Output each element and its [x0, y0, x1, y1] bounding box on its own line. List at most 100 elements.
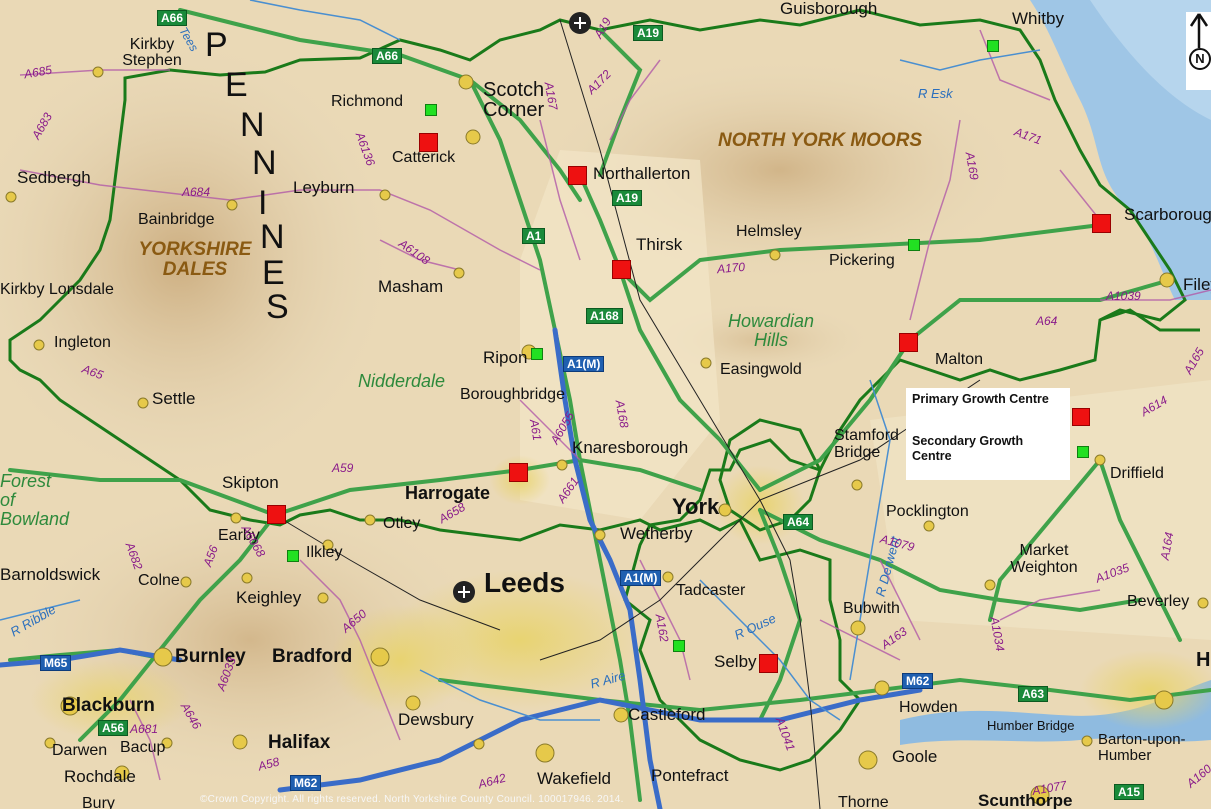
road-shield: A64 [783, 514, 814, 530]
primary-growth-centre-skipton[interactable] [267, 505, 286, 524]
place-barton-upon-humber[interactable]: Barton-upon-Humber [1098, 731, 1186, 764]
primary-growth-centre-scarborough[interactable] [1092, 214, 1111, 233]
place-blackburn[interactable]: Blackburn [62, 695, 155, 716]
primary-growth-centre-selby[interactable] [759, 654, 778, 673]
place-earby[interactable]: Earby [218, 527, 260, 544]
place-bacup[interactable]: Bacup [120, 739, 166, 756]
place-thorne[interactable]: Thorne [838, 794, 889, 809]
motorways [0, 327, 923, 809]
place-helmsley[interactable]: Helmsley [736, 223, 802, 240]
place-humber-bridge[interactable]: Humber Bridge [987, 718, 1075, 733]
place-beverley[interactable]: Beverley [1127, 593, 1190, 610]
place-catterick[interactable]: Catterick [392, 149, 456, 166]
road-shield: M62 [290, 775, 322, 791]
place-richmond[interactable]: Richmond [331, 93, 404, 110]
secondary-growth-centre-ripon[interactable] [531, 348, 543, 360]
place-stamford-bridge[interactable]: Stamford Bridge [834, 427, 899, 461]
place-malton[interactable]: Malton [935, 351, 984, 368]
place-pontefract[interactable]: Pontefract [651, 766, 729, 785]
legend-secondary-label: Secondary Growth Centre [912, 434, 1024, 463]
place-northallerton[interactable]: Northallerton [593, 164, 691, 183]
road-shield: A66 [372, 48, 403, 64]
secondary-growth-centre-sherburn[interactable] [673, 640, 685, 652]
place-pickering[interactable]: Pickering [829, 252, 895, 269]
place-ilkley[interactable]: Ilkley [306, 544, 343, 561]
road-shield: A1(M) [620, 570, 662, 586]
road-shield: M65 [40, 655, 72, 671]
place-selby[interactable]: Selby [714, 652, 757, 671]
place-darwen[interactable]: Darwen [52, 742, 108, 759]
place-barnoldswick[interactable]: Barnoldswick [0, 565, 101, 584]
place-rochdale[interactable]: Rochdale [64, 767, 136, 786]
place-harrogate[interactable]: Harrogate [405, 483, 491, 503]
place-driffield[interactable]: Driffield [1110, 465, 1164, 482]
place-pocklington[interactable]: Pocklington [886, 503, 969, 520]
place-burnley[interactable]: Burnley [175, 646, 246, 667]
place-bradford[interactable]: Bradford [272, 646, 353, 667]
place-scotch-corner[interactable]: Scotch Corner [483, 79, 545, 121]
secondary-growth-centre-ilkley[interactable] [287, 550, 299, 562]
place-colne[interactable]: Colne [138, 572, 180, 589]
road-label: A170 [716, 259, 746, 277]
road-shield: A56 [98, 720, 129, 736]
place-keighley[interactable]: Keighley [236, 588, 302, 607]
area-forest-of-bowland: Forest of Bowland [0, 471, 70, 529]
town-markers [5, 66, 1209, 805]
pennines-letter: P [205, 26, 228, 64]
place-dewsbury[interactable]: Dewsbury [398, 710, 474, 729]
north-letter: N [1189, 48, 1211, 70]
primary-growth-centre-malton[interactable] [899, 333, 918, 352]
place-scunthorpe[interactable]: Scunthorpe [978, 791, 1073, 809]
place-tadcaster[interactable]: Tadcaster [676, 582, 746, 599]
secondary-growth-centre-whitby[interactable] [987, 40, 999, 52]
place-goole[interactable]: Goole [892, 747, 938, 766]
secondary-growth-centre-pickering[interactable] [908, 239, 920, 251]
place-bainbridge[interactable]: Bainbridge [138, 211, 215, 228]
place-scarborough[interactable]: Scarborough [1124, 205, 1211, 224]
primary-growth-centre-catterick[interactable] [419, 133, 438, 152]
place-skipton[interactable]: Skipton [222, 473, 279, 492]
primary-growth-centre-northallerton[interactable] [568, 166, 587, 185]
place-bubwith[interactable]: Bubwith [843, 600, 900, 617]
road-label: A684 [182, 185, 211, 199]
place-sedbergh[interactable]: Sedbergh [17, 168, 91, 187]
road-label: A1039 [1106, 289, 1141, 303]
place-filey[interactable]: Filey [1183, 275, 1211, 294]
place-halifax[interactable]: Halifax [268, 732, 331, 753]
place-masham[interactable]: Masham [378, 277, 444, 296]
place-otley[interactable]: Otley [383, 515, 421, 532]
area-howardian-hills: Howardian Hills [727, 311, 815, 350]
place-easingwold[interactable]: Easingwold [720, 361, 802, 378]
place-whitby[interactable]: Whitby [1012, 9, 1064, 28]
place-kirkby-stephen[interactable]: Kirkby Stephen [122, 36, 182, 69]
place-howden[interactable]: Howden [899, 699, 958, 716]
place-leeds[interactable]: Leeds [484, 567, 565, 598]
urban-blackburn [30, 660, 190, 740]
place-wakefield[interactable]: Wakefield [537, 769, 612, 788]
place-castleford[interactable]: Castleford [628, 705, 706, 724]
place-york[interactable]: York [672, 494, 720, 519]
place-ingleton[interactable]: Ingleton [54, 334, 111, 351]
legend-primary-swatch [1072, 408, 1090, 426]
place-bury[interactable]: Bury [82, 795, 115, 809]
place-kirkby-lonsdale[interactable]: Kirkby Lonsdale [0, 281, 114, 298]
primary-growth-centre-harrogate[interactable] [509, 463, 528, 482]
primary-growth-centre-thirsk[interactable] [612, 260, 631, 279]
road-label: A59 [332, 461, 354, 475]
road-shield: M62 [902, 673, 934, 689]
place-hull[interactable]: Hull [1196, 650, 1210, 670]
place-market-weighton[interactable]: Market Weighton [1010, 542, 1078, 576]
urban-bradford [330, 605, 470, 715]
secondary-growth-centre-richmond[interactable] [425, 104, 437, 116]
north-arrow-icon [1189, 13, 1209, 48]
place-guisborough[interactable]: Guisborough [780, 0, 878, 18]
place-leyburn[interactable]: Leyburn [293, 178, 355, 197]
place-ripon[interactable]: Ripon [483, 348, 528, 367]
place-settle[interactable]: Settle [152, 389, 196, 408]
place-wetherby[interactable]: Wetherby [620, 524, 693, 543]
place-thirsk[interactable]: Thirsk [636, 235, 683, 254]
place-boroughbridge[interactable]: Boroughbridge [460, 386, 565, 403]
place-knaresborough[interactable]: Knaresborough [572, 438, 689, 457]
